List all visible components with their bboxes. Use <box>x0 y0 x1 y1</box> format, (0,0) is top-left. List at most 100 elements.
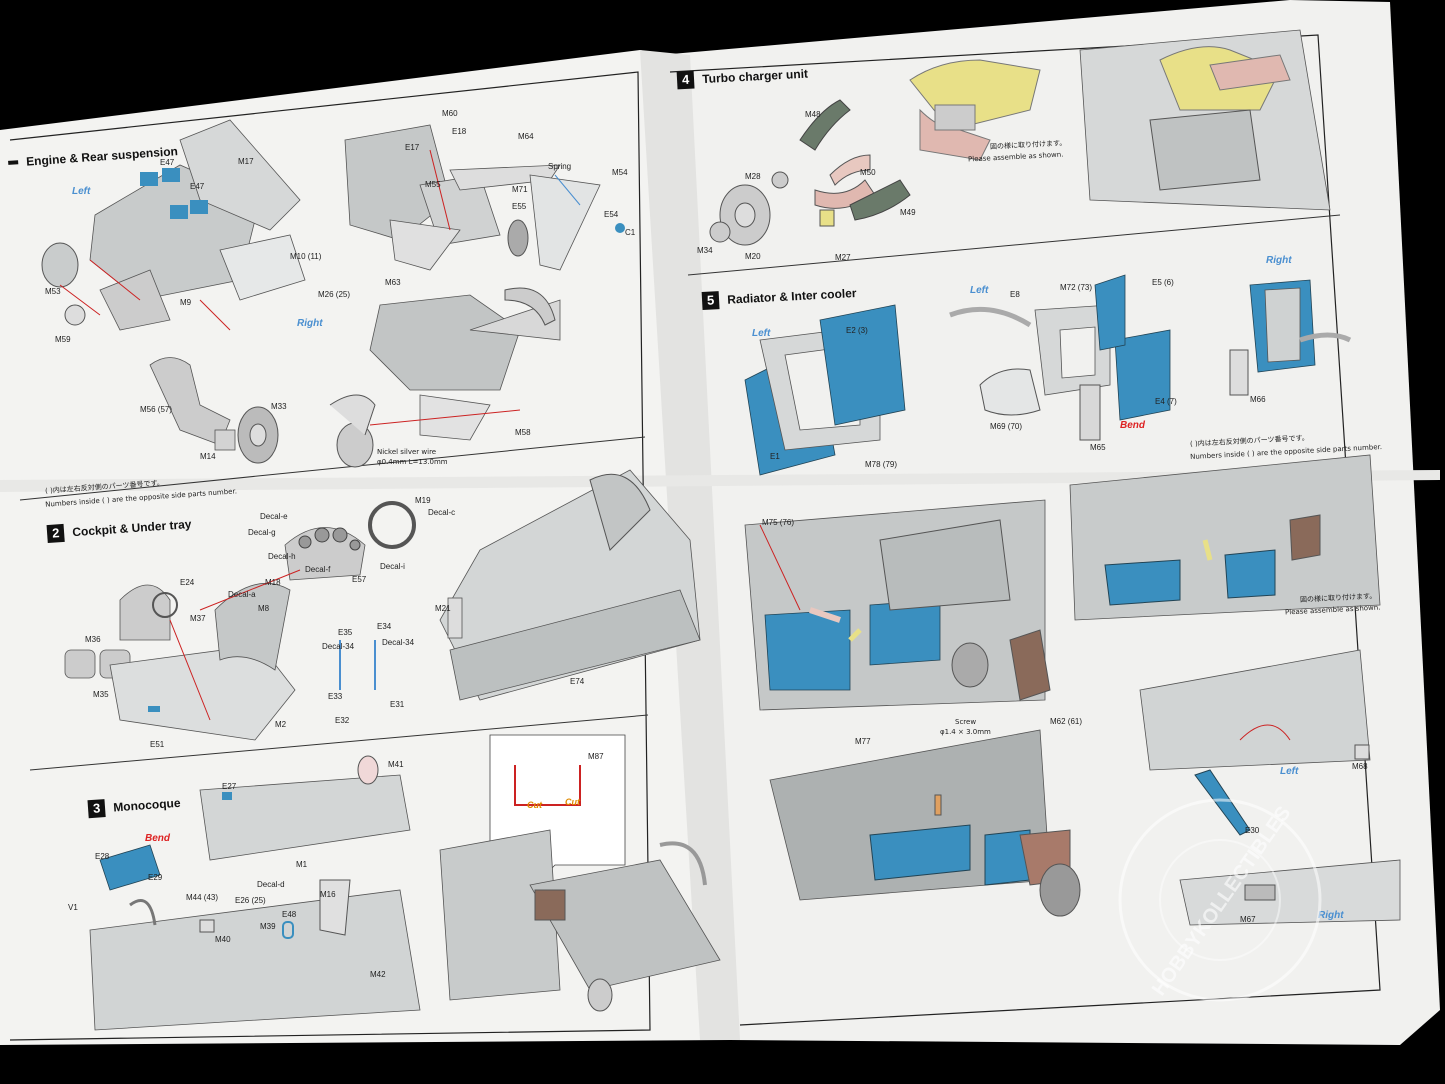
part-label: M28 <box>745 172 761 181</box>
cut-label-right: Cut <box>565 797 580 807</box>
part-label: E26 (25) <box>235 896 266 905</box>
note-screw: Screw <box>955 718 977 726</box>
part-label: E8 <box>1010 290 1020 299</box>
part-label: M8 <box>258 604 270 613</box>
left-label-5b: Left <box>970 285 989 296</box>
part-label: M19 <box>415 496 431 505</box>
part-label: M1 <box>296 860 308 869</box>
part-label: M44 (43) <box>186 893 219 902</box>
section-5-number: 5 <box>701 291 720 311</box>
part-label: E28 <box>95 852 110 861</box>
bend-label-3: Bend <box>145 833 170 844</box>
part-label: M75 (76) <box>762 518 795 527</box>
part-label: M40 <box>215 935 231 944</box>
right-label-bottom: Right <box>1318 910 1344 921</box>
part-label: E74 <box>570 677 585 686</box>
part-label: M21 <box>435 604 451 613</box>
left-label-5a: Left <box>752 328 771 339</box>
bend-label-5: Bend <box>1120 420 1145 431</box>
part-label: M56 (57) <box>140 405 173 414</box>
part-label: M54 <box>612 168 628 177</box>
svg-text:HOBBYKOLLECTIBLES: HOBBYKOLLECTIBLES <box>1148 802 1295 999</box>
part-label: Decal-f <box>305 565 331 574</box>
part-label: M64 <box>518 132 534 141</box>
note-wire: Nickel silver wire <box>377 448 437 456</box>
part-label: M17 <box>238 157 254 166</box>
part-label: E29 <box>148 873 163 882</box>
part-label: M60 <box>442 109 458 118</box>
rear-suspension-illustration <box>329 124 625 468</box>
part-label: E35 <box>338 628 353 637</box>
part-label: V1 <box>68 903 78 912</box>
section-2-number: 2 <box>46 523 65 544</box>
part-label: Decal-h <box>268 552 296 561</box>
part-label: M66 <box>1250 395 1266 404</box>
part-label: M39 <box>260 922 276 931</box>
cut-label-left: Cut <box>527 800 542 810</box>
part-label: M59 <box>55 335 71 344</box>
part-label: E51 <box>150 740 165 749</box>
part-label: E30 <box>1245 826 1260 835</box>
part-label: Decal-a <box>228 590 256 599</box>
left-label-bottom: Left <box>1280 766 1299 777</box>
part-label: E55 <box>512 202 527 211</box>
part-label: M62 (61) <box>1050 717 1083 726</box>
cockpit-illustration <box>64 469 701 741</box>
section-4-title: Turbo charger unit <box>701 66 809 87</box>
part-label: M72 (73) <box>1060 283 1093 292</box>
monocoque-illustration <box>89 734 721 1031</box>
part-label: M67 <box>1240 915 1256 924</box>
part-label: M41 <box>388 760 404 769</box>
turbo-illustration <box>709 29 1331 246</box>
part-label: E54 <box>604 210 619 219</box>
part-label: M68 <box>1352 762 1368 771</box>
part-label: E27 <box>222 782 237 791</box>
part-label: Decal-d <box>257 880 285 889</box>
part-label: E18 <box>452 127 467 136</box>
part-label: C1 <box>625 228 636 237</box>
part-label: E34 <box>377 622 392 631</box>
part-label: M49 <box>900 208 916 217</box>
part-label: M71 <box>512 185 528 194</box>
note-screw-size: φ1.4 × 3.0mm <box>940 728 991 736</box>
part-label: E24 <box>180 578 195 587</box>
part-label: E17 <box>405 143 420 152</box>
right-label-1: Right <box>297 318 323 329</box>
part-label: Decal-34 <box>382 638 415 647</box>
radiator-illustration <box>744 274 1401 926</box>
part-label: E32 <box>335 716 350 725</box>
part-label: E33 <box>328 692 343 701</box>
section-3-number: 3 <box>87 799 106 819</box>
part-label: M35 <box>93 690 109 699</box>
part-label: M2 <box>275 720 287 729</box>
part-label: M36 <box>85 635 101 644</box>
part-label: M10 (11) <box>290 252 322 261</box>
part-label: E2 (3) <box>846 326 868 335</box>
part-label: M42 <box>370 970 386 979</box>
part-label: M87 <box>588 752 604 761</box>
part-label: M37 <box>190 614 206 623</box>
right-label-5a: Right <box>1266 255 1292 266</box>
part-label: E31 <box>390 700 405 709</box>
part-label: E1 <box>770 452 780 461</box>
part-label: M26 (25) <box>318 290 351 299</box>
left-label-1: Left <box>72 186 91 197</box>
part-label: M65 <box>1090 443 1106 452</box>
part-label: E48 <box>282 910 297 919</box>
part-label: Decal-c <box>428 508 456 517</box>
section-4-number: 4 <box>676 70 695 90</box>
part-label: M55 <box>425 180 441 189</box>
part-label: E5 (6) <box>1152 278 1174 287</box>
note-wire-size: φ0.4mm L=13.0mm <box>377 458 448 466</box>
part-label: M18 <box>265 578 281 587</box>
part-label: E57 <box>352 575 367 584</box>
part-label: M69 (70) <box>990 422 1023 431</box>
engine-illustration <box>41 119 306 464</box>
part-label: M33 <box>271 402 287 411</box>
watermark-seal: HOBBYKOLLECTIBLES <box>1118 798 1322 1002</box>
part-label: M34 <box>697 246 713 255</box>
part-label: Decal-i <box>380 562 405 571</box>
part-label: M78 (79) <box>865 460 898 469</box>
part-label: E47 <box>160 158 175 167</box>
